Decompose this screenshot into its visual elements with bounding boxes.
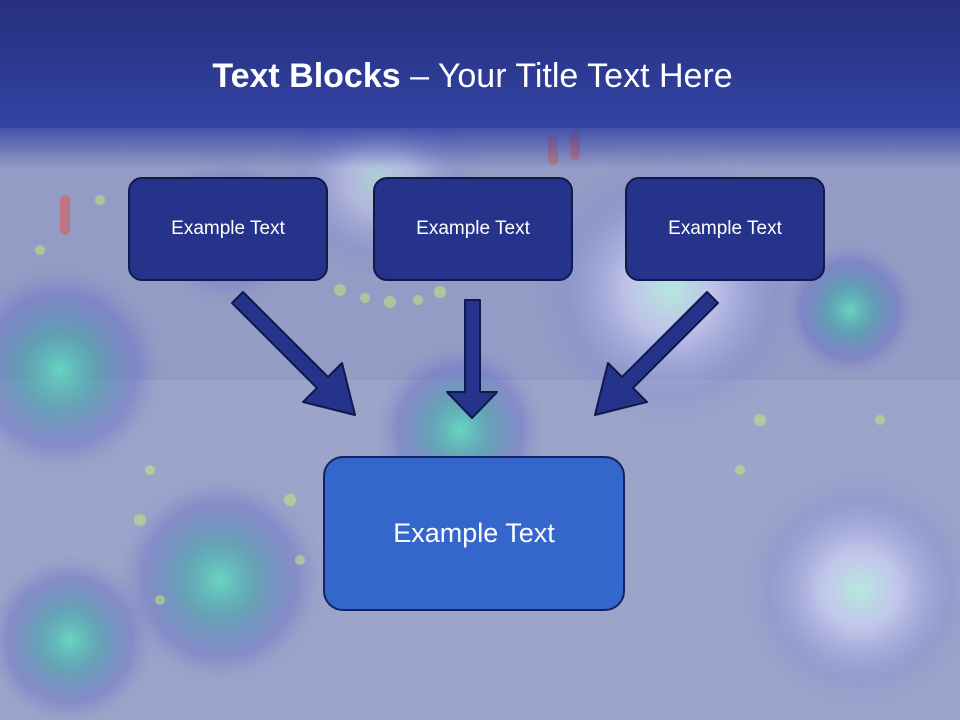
text-block-left-label: Example Text [171, 218, 285, 239]
text-block-center: Example Text [373, 177, 573, 281]
text-block-center-label: Example Text [416, 218, 530, 239]
title-band-fade [0, 128, 960, 168]
arrow-right-to-target [594, 291, 719, 416]
title-dash: – [400, 57, 438, 95]
target-block: Example Text [323, 456, 625, 611]
text-block-right: Example Text [625, 177, 825, 281]
title-bold-part: Text Blocks [212, 57, 401, 95]
arrow-center-to-target [446, 299, 498, 419]
text-block-left: Example Text [128, 177, 328, 281]
title-rest: Your Title Text Here [437, 57, 733, 95]
page-title: Text Blocks – Your Title Text Here [0, 54, 945, 98]
arrow-left-to-target [231, 291, 356, 416]
text-block-right-label: Example Text [668, 218, 782, 239]
target-block-label: Example Text [393, 518, 555, 548]
title-band [0, 0, 960, 128]
